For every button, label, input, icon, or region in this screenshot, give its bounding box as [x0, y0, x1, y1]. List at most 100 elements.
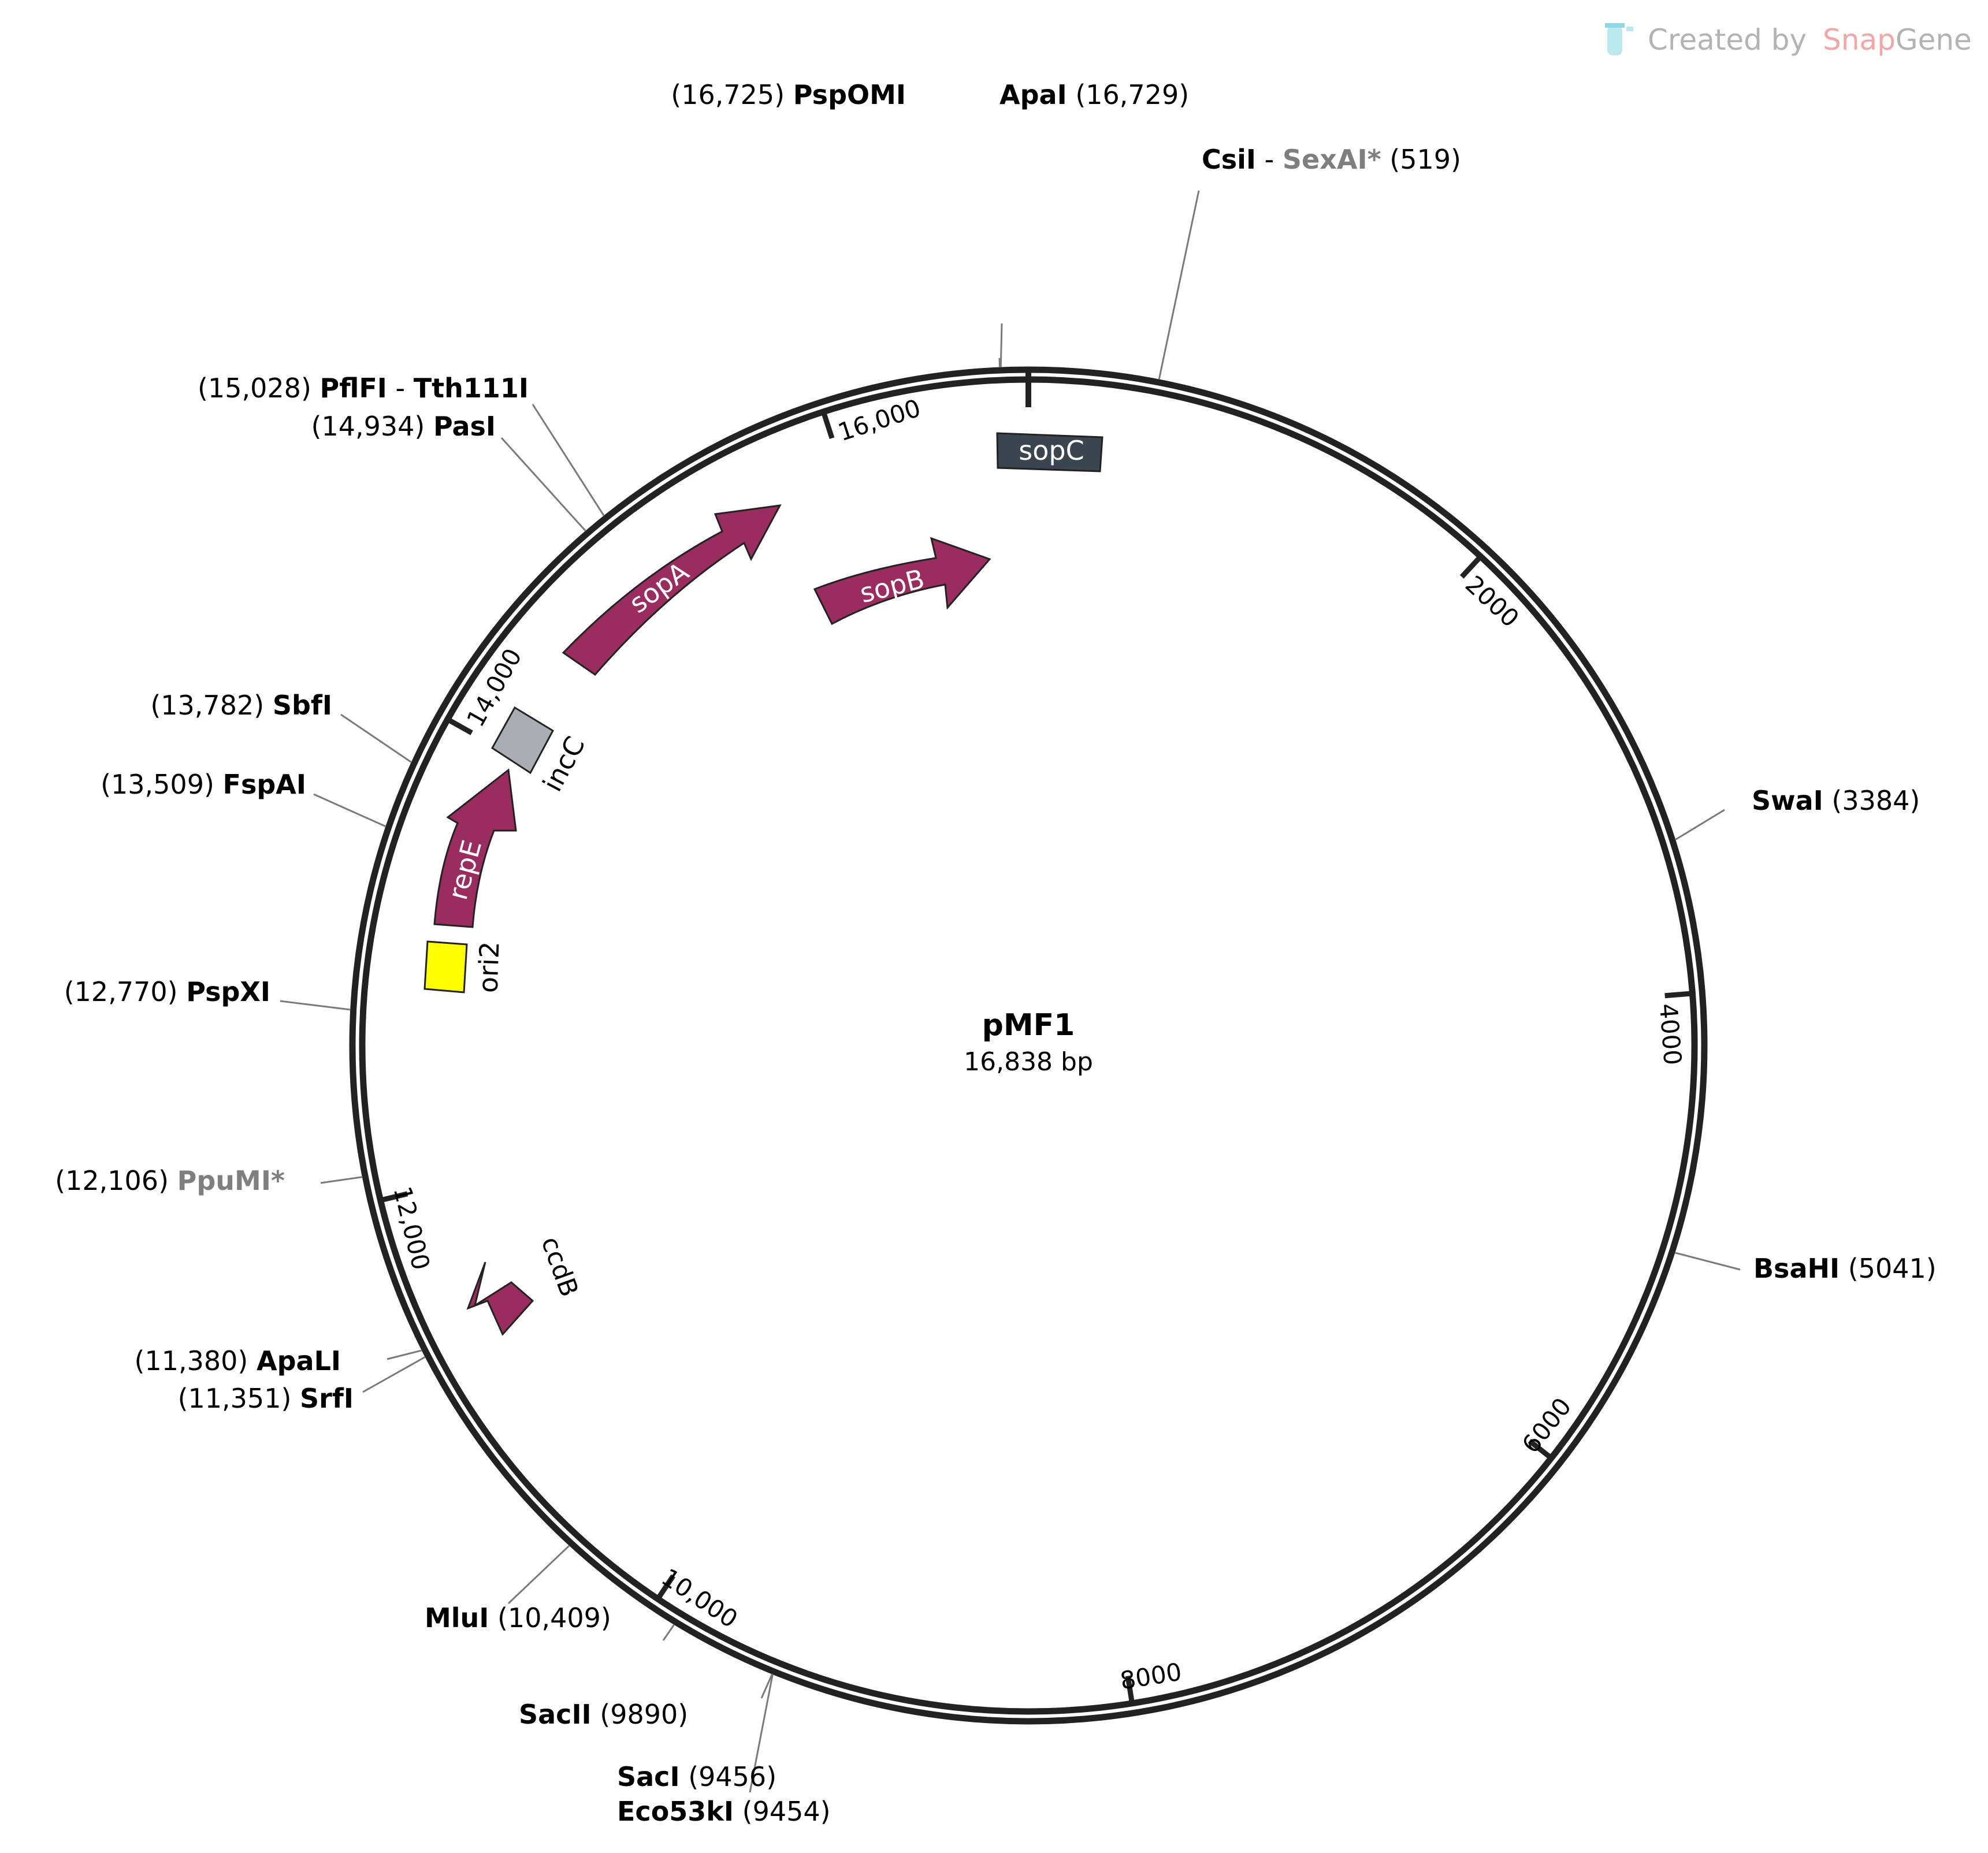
sopC-box [996, 432, 1103, 472]
site-enzyme-name: MluI [425, 1602, 489, 1634]
restriction-sites: (16,725) PspOMI ApaI (16,729) CsiI - SexAI… [55, 79, 1937, 1827]
site-gap [1067, 79, 1076, 110]
site-position: (11,351) [178, 1383, 292, 1414]
watermark: Created by SnapGene [1605, 23, 1972, 57]
site-leader-line [760, 1673, 773, 1699]
tick-mark [1664, 991, 1692, 999]
site-position: (5041) [1848, 1253, 1937, 1284]
feature-ccdB[interactable]: ccdB [466, 1233, 584, 1336]
site-enzyme-name: BsaHI [1753, 1253, 1840, 1284]
tick-mark [1125, 1675, 1135, 1703]
feature-sopA[interactable]: sopA [562, 504, 782, 676]
site-enzyme-name: FspAI [223, 769, 306, 800]
restriction-site-label[interactable]: (11,380) ApaLI [135, 1345, 341, 1376]
site-enzyme-name: - [1256, 144, 1283, 175]
site-leader-line [1158, 190, 1200, 380]
tick-mark [447, 717, 473, 735]
plasmid-length: 16,838 bp [964, 1047, 1093, 1077]
tick-mark [381, 1191, 408, 1203]
site-enzyme-name: PspOMI [793, 79, 906, 110]
feature-sopB[interactable]: sopB [813, 537, 991, 626]
site-enzyme-name: PflFI [320, 373, 387, 404]
sopC-label: sopC [1019, 435, 1084, 466]
restriction-site-label[interactable]: ApaI (16,729) [999, 79, 1189, 110]
site-gap [1840, 1253, 1848, 1284]
restriction-site-label[interactable]: (11,351) SrfI [178, 1383, 354, 1414]
restriction-site-label[interactable]: (14,934) PasI [311, 411, 496, 442]
restriction-site-label[interactable]: Eco53kI (9454) [617, 1796, 831, 1827]
restriction-site-label[interactable]: SacII (9890) [519, 1699, 688, 1730]
site-gap [489, 1602, 497, 1634]
plasmid-name: pMF1 [982, 1008, 1075, 1043]
site-enzyme-name: Tth111I [414, 373, 529, 404]
site-enzyme-name: CsiI [1202, 144, 1256, 175]
restriction-site-label[interactable]: MluI (10,409) [425, 1602, 611, 1634]
tick-mark [656, 1574, 675, 1599]
ori2-label: ori2 [472, 941, 505, 994]
site-gap [425, 411, 433, 442]
restriction-site-label[interactable]: (15,028) PflFI - Tth111I [198, 373, 529, 404]
site-enzyme-name: SacII [519, 1699, 592, 1730]
sopB-label: sopB [857, 563, 928, 609]
site-position: (9454) [742, 1796, 831, 1827]
site-position: (9890) [600, 1699, 688, 1730]
tick-mark [1528, 1439, 1552, 1460]
restriction-site-label[interactable]: SwaI (3384) [1752, 785, 1920, 816]
ccdB-arrow [466, 1262, 534, 1336]
restriction-site-label[interactable]: CsiI - SexAI* (519) [1202, 144, 1461, 175]
site-leader-line [500, 437, 586, 532]
feature-sopC[interactable]: sopC [996, 432, 1103, 472]
site-leader-line [1674, 809, 1725, 841]
site-enzyme-name: PspXI [186, 976, 270, 1007]
site-position: (16,729) [1075, 79, 1189, 110]
site-leader-line [749, 1674, 774, 1793]
site-enzyme-name: ApaI [999, 79, 1067, 110]
feature-ori2[interactable]: ori2 [423, 940, 506, 994]
site-enzyme-name: SwaI [1752, 785, 1823, 816]
site-gap [680, 1761, 689, 1792]
site-leader-line [662, 1624, 675, 1641]
restriction-site-label[interactable]: (13,509) FspAI [101, 769, 306, 800]
site-leader-line [320, 1176, 363, 1184]
site-enzyme-name: ApaLI [257, 1345, 341, 1376]
site-position: (14,934) [311, 411, 425, 442]
site-gap [311, 373, 320, 404]
svg-text:Created by SnapGene: Created by SnapGene [1648, 23, 1972, 57]
ori2-box [423, 940, 468, 994]
restriction-site-label[interactable]: (12,770) PspXI [64, 976, 270, 1007]
ccdB-label: ccdB [535, 1233, 584, 1301]
site-position: (13,782) [150, 690, 264, 721]
restriction-site-label[interactable]: (13,782) SbfI [150, 690, 332, 721]
site-position: (12,106) [55, 1165, 169, 1196]
feature-repE[interactable]: repE [433, 768, 517, 928]
site-position: (12,770) [64, 976, 178, 1007]
site-gap [291, 1383, 300, 1414]
site-position: (10,409) [497, 1602, 611, 1634]
site-leader-line [507, 1545, 570, 1605]
site-leader-line [1674, 1252, 1741, 1271]
restriction-site-label[interactable]: SacI (9456) [617, 1761, 776, 1792]
site-gap [785, 79, 793, 110]
restriction-site-label[interactable]: (16,725) PspOMI [671, 79, 906, 110]
site-gap [592, 1699, 600, 1730]
repE-arrow [433, 768, 517, 928]
restriction-site-label[interactable]: BsaHI (5041) [1753, 1253, 1937, 1284]
site-position: (11,380) [135, 1345, 248, 1376]
site-leader-line [387, 1349, 422, 1360]
restriction-site-label[interactable]: (12,106) PpuMI* [55, 1165, 285, 1196]
site-enzyme-name: - [387, 373, 414, 404]
site-leader-line [362, 1356, 426, 1393]
site-gap [169, 1165, 177, 1196]
site-gap [1823, 785, 1832, 816]
site-enzyme-name: PasI [433, 411, 496, 442]
site-enzyme-name: SbfI [273, 690, 332, 721]
watermark-prefix: Created by [1648, 23, 1807, 57]
site-leader-line [999, 323, 1003, 368]
sopB-arrow [813, 537, 991, 626]
site-enzyme-name: PpuMI* [177, 1165, 285, 1196]
site-position: (9456) [688, 1761, 776, 1792]
site-gap [248, 1345, 257, 1376]
tick-mark [1459, 555, 1482, 579]
site-gap [214, 769, 223, 800]
